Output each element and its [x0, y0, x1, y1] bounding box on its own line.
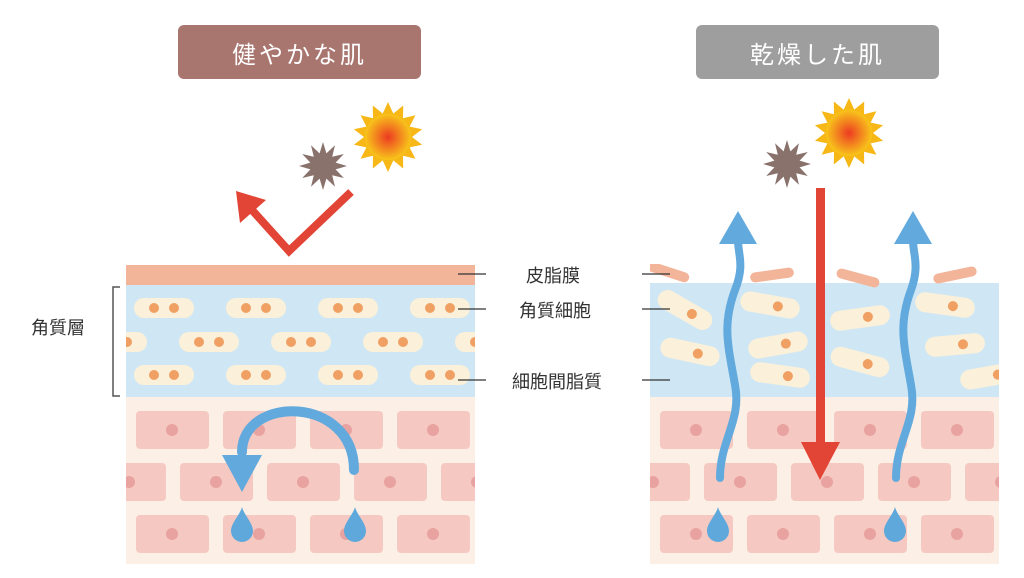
moisture-loss-arrow-right [892, 211, 932, 482]
keratinocyte [750, 362, 810, 388]
keratinocyte [134, 365, 194, 385]
keratinocyte [960, 362, 999, 390]
water-drop-icon [231, 507, 253, 542]
epidermis-cell [650, 463, 690, 501]
water-drop-icon [884, 507, 906, 542]
penetrating-uv-arrow [801, 188, 840, 480]
sebum-fragment [750, 267, 794, 283]
keratinocyte [318, 365, 378, 385]
epidermis-cell [747, 515, 820, 553]
keratinocyte-label: 角質細胞 [519, 301, 591, 322]
leader-lines [458, 273, 670, 381]
epidermis-cell [397, 515, 470, 553]
epidermis-cell [878, 463, 951, 501]
moisture-retention-arrow [222, 406, 359, 492]
keratinocyte [748, 331, 808, 359]
sebum-fragment [650, 264, 690, 283]
keratinocyte [830, 305, 890, 331]
sebum-fragment [836, 268, 880, 288]
healthy-skin-title: 健やかな肌 [178, 25, 421, 79]
stratum-corneum-bracket [112, 286, 120, 397]
keratinocyte [179, 332, 239, 352]
moisture-loss-arrow-left [716, 211, 757, 482]
epidermis-cell [921, 411, 994, 449]
epidermis-cell [660, 411, 733, 449]
intercellular-lipid-label: 細胞間脂質 [512, 372, 602, 393]
epidermis-cell [136, 411, 209, 449]
sebum-film-layer [126, 265, 475, 285]
epidermis-cell [441, 463, 475, 501]
keratinocyte [410, 298, 470, 318]
epidermis-cell [126, 463, 166, 501]
keratinocyte [830, 346, 890, 378]
keratinocyte [318, 298, 378, 318]
water-drop-icon [707, 507, 729, 542]
keratinocyte [925, 333, 985, 357]
stratum-corneum-label: 角質層 [31, 318, 85, 339]
water-drop-icon [344, 507, 366, 542]
irritant-particle-icon [299, 142, 347, 190]
epidermis-cell [834, 411, 907, 449]
keratinocyte-cells [657, 290, 999, 390]
keratinocyte [134, 298, 194, 318]
broken-sebum-film [650, 264, 977, 288]
keratinocyte [455, 332, 475, 352]
dry-skin-title: 乾燥した肌 [696, 25, 939, 79]
keratinocyte [740, 291, 800, 319]
epidermis-cell [791, 463, 864, 501]
sebum-fragment [933, 266, 977, 284]
sebum-film-label: 皮脂膜 [526, 266, 580, 287]
water-drops [231, 507, 906, 542]
epidermis-cell [354, 463, 427, 501]
epidermis-cells [650, 411, 999, 553]
keratinocyte [226, 365, 286, 385]
keratinocyte [657, 290, 713, 330]
epidermis-cell [136, 515, 209, 553]
reflected-uv-arrow [236, 189, 354, 257]
keratinocyte [271, 332, 331, 352]
epidermis-cell [921, 515, 994, 553]
keratinocyte-cells [126, 298, 475, 385]
keratinocyte [126, 332, 147, 352]
epidermis-cell [397, 411, 470, 449]
healthy-skin-panel [126, 265, 475, 564]
keratinocyte [410, 365, 470, 385]
keratinocyte [226, 298, 286, 318]
irritant-particle-icon [763, 140, 811, 188]
keratinocyte [363, 332, 423, 352]
epidermis-cell [747, 411, 820, 449]
epidermis-cell [267, 463, 340, 501]
epidermis-cell [704, 463, 777, 501]
sun-icon [353, 102, 423, 172]
epidermis-cell [965, 463, 999, 501]
sun-icon [814, 98, 884, 168]
keratinocyte [915, 292, 975, 318]
keratinocyte [660, 337, 720, 367]
